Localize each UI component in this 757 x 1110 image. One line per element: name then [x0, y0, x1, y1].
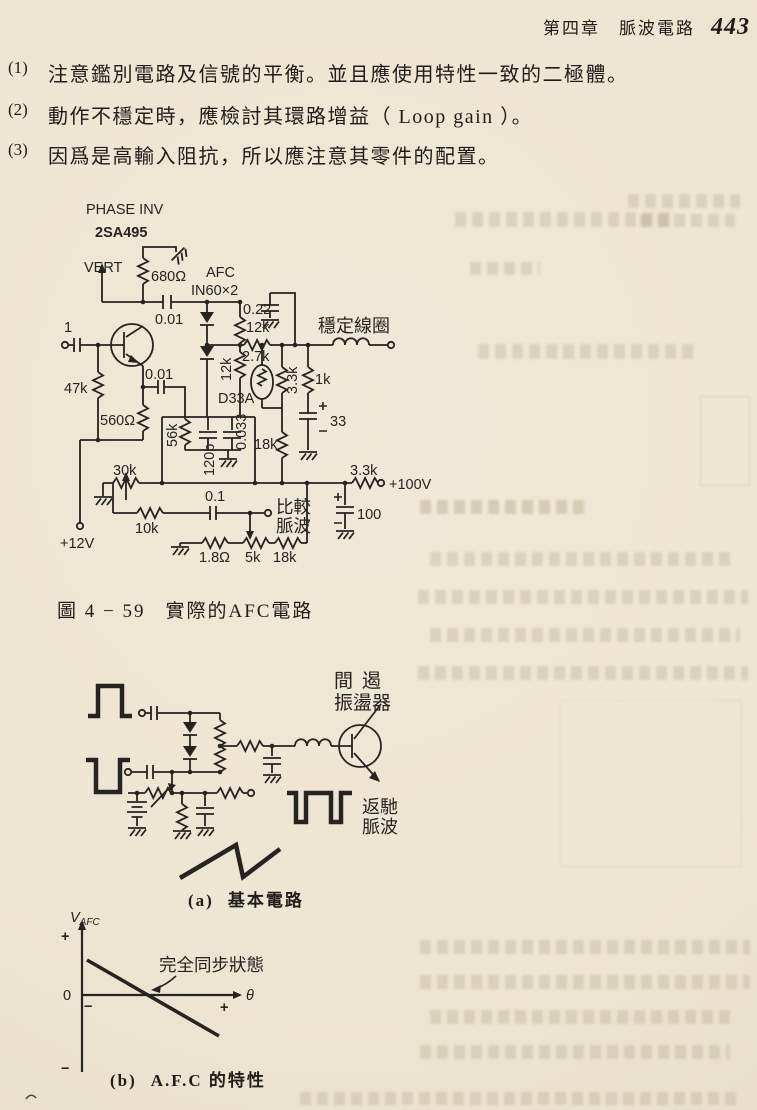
label-vert: VERT	[84, 260, 123, 276]
bleedthrough-ghost	[420, 975, 750, 989]
bleedthrough-ghost	[300, 1092, 740, 1105]
label-afc: AFC	[206, 265, 235, 281]
bleedthrough-ghost	[560, 700, 742, 867]
sync-state-annotation: 完全同步狀態	[159, 955, 264, 975]
label-c33: 33	[330, 414, 346, 430]
label-flyback-2: 脈波	[362, 817, 398, 837]
label-compare-pulse-2: 脈波	[276, 516, 311, 536]
bleedthrough-ghost	[430, 628, 740, 642]
label-r10k: 10k	[135, 521, 159, 537]
label-compare-pulse-1: 比較	[276, 497, 311, 517]
svg-text:VAFC: VAFC	[70, 910, 100, 928]
label-r47k: 47k	[64, 381, 88, 397]
bleedthrough-ghost	[430, 552, 730, 566]
figure-b-caption: (b) A.F.C 的特性	[110, 1066, 266, 1091]
label-c022: 0.22	[243, 302, 271, 318]
basic-circuit-diagram: 間遏 振盪器 返馳 脈波	[86, 670, 398, 881]
list-item-3: (3) 因爲是高輸入阻抗，所以應注意其零件的配置。	[8, 140, 728, 169]
figure-a-caption-title: 基本電路	[227, 891, 304, 910]
bleedthrough-ghost	[418, 666, 748, 680]
bleedthrough-ghost	[470, 262, 540, 275]
list-item-number: (1)	[8, 58, 28, 77]
label-v12: +12V	[60, 536, 95, 552]
label-r33k-right: 3.3k	[350, 463, 378, 479]
list-item-text: 因爲是高輸入阻抗，所以應注意其零件的配置。	[48, 146, 500, 168]
list-item-text: 注意鑑別電路及信號的平衡。並且應使用特性一致的二極體。	[48, 64, 629, 86]
label-d33a: D33A	[218, 391, 255, 407]
bleedthrough-ghost	[700, 396, 750, 486]
label-r680: 680Ω	[151, 269, 186, 285]
axis-zero: 0	[63, 988, 71, 1004]
bleedthrough-ghost	[478, 344, 693, 359]
label-r560: 560Ω	[100, 413, 135, 429]
label-r30k: 30k	[113, 463, 137, 479]
label-r56k: 56k	[165, 423, 181, 447]
axis-theta: θ	[246, 988, 254, 1004]
label-c001-top: 0.01	[155, 312, 183, 328]
bleedthrough-ghost	[628, 194, 740, 208]
label-diode-type: IN60×2	[191, 283, 238, 299]
label-c0033: 0.033	[234, 414, 250, 450]
axis-plus-right: +	[220, 1000, 228, 1016]
figure-a-caption-number: (a)	[188, 891, 214, 910]
label-c01: 0.1	[205, 489, 225, 505]
afc-characteristic-graph: VAFC + 0 − + θ − 完全同步狀態	[61, 910, 264, 1077]
label-blocking-osc-1: 間遏	[334, 670, 390, 692]
label-r27k: 2.7k	[242, 349, 270, 365]
list-item-number: (2)	[8, 100, 28, 119]
label-r18k-bot: 18k	[273, 550, 297, 566]
label-blocking-osc-2: 振盪器	[334, 691, 391, 714]
label-phase-inv: PHASE INV	[86, 202, 164, 218]
axis-plus-top: +	[61, 929, 69, 945]
axis-minus-origin: −	[84, 999, 92, 1015]
list-item-text: 動作不穩定時，應檢討其環路增益（ Loop gain ）。	[48, 106, 534, 128]
bleedthrough-ghost	[418, 590, 748, 604]
sawtooth-waveform	[178, 841, 282, 881]
bleedthrough-ghost	[455, 212, 670, 227]
label-r12k-top: 12k	[246, 320, 270, 336]
input-pulse-waveform	[88, 683, 132, 719]
figure-a-caption: (a) 基本電路	[188, 886, 304, 911]
label-r18k-mid: 18k	[254, 437, 278, 453]
figure-b-caption-title: A.F.C 的特性	[150, 1071, 266, 1090]
label-coil: 穩定線圈	[318, 316, 390, 336]
figure-b-caption-number: (b)	[110, 1071, 137, 1090]
input-pulse-inverted-waveform	[86, 757, 130, 795]
bleedthrough-ghost	[420, 500, 590, 514]
axis-minus-bottom: −	[61, 1061, 69, 1077]
label-input-1: 1	[64, 320, 72, 336]
flyback-pulse-waveform	[287, 790, 352, 825]
stray-mark	[25, 1094, 37, 1100]
list-item-2: (2) 動作不穩定時，應檢討其環路增益（ Loop gain ）。	[8, 100, 728, 129]
figure-459-caption-number: 圖 4 − 59	[57, 601, 146, 622]
vafc-axis-v: V	[70, 910, 81, 926]
label-c001-bot: 0.01	[145, 367, 173, 383]
vafc-axis-sub: AFC	[79, 917, 101, 928]
bleedthrough-ghost	[420, 940, 750, 954]
label-v100: +100V	[389, 477, 432, 493]
label-r5k: 5k	[245, 550, 261, 566]
page-number: 443	[711, 14, 750, 40]
bleedthrough-ghost	[420, 1045, 730, 1059]
label-transistor-type: 2SA495	[95, 225, 147, 241]
label-r33k-mid: 3.3k	[285, 366, 301, 394]
figure-459-caption: 圖 4 − 59 實際的AFC電路	[57, 596, 313, 623]
bleedthrough-ghost	[640, 214, 735, 227]
label-r12k-mid: 12k	[219, 357, 235, 381]
page-header: 第四章 脈波電路 443	[543, 14, 750, 41]
label-r18ohm: 1.8Ω	[199, 550, 230, 566]
list-item-number: (3)	[8, 140, 28, 159]
figure-459-caption-title: 實際的AFC電路	[165, 601, 314, 622]
label-flyback-1: 返馳	[362, 797, 398, 817]
bleedthrough-ghost	[430, 1010, 730, 1024]
label-r1k: 1k	[315, 372, 331, 388]
chapter-title: 第四章 脈波電路	[543, 19, 695, 38]
afc-circuit-diagram: PHASE INV 2SA495 VERT 680Ω AFC IN60×2 0.…	[60, 202, 432, 566]
label-c120p: 120p	[202, 444, 218, 476]
afc-characteristic-line	[86, 958, 220, 1038]
list-item-1: (1) 注意鑑別電路及信號的平衡。並且應使用特性一致的二極體。	[8, 58, 728, 87]
label-c100: 100	[357, 507, 381, 523]
